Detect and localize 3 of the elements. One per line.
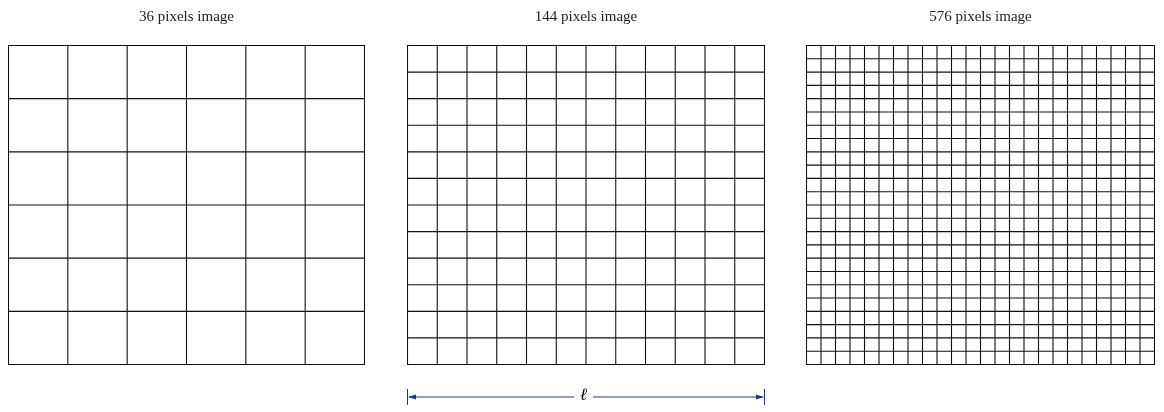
grid-title: 144 pixels image bbox=[533, 8, 639, 25]
grid-title: 576 pixels image bbox=[928, 8, 1033, 25]
grid-title: 36 pixels image bbox=[138, 8, 235, 25]
